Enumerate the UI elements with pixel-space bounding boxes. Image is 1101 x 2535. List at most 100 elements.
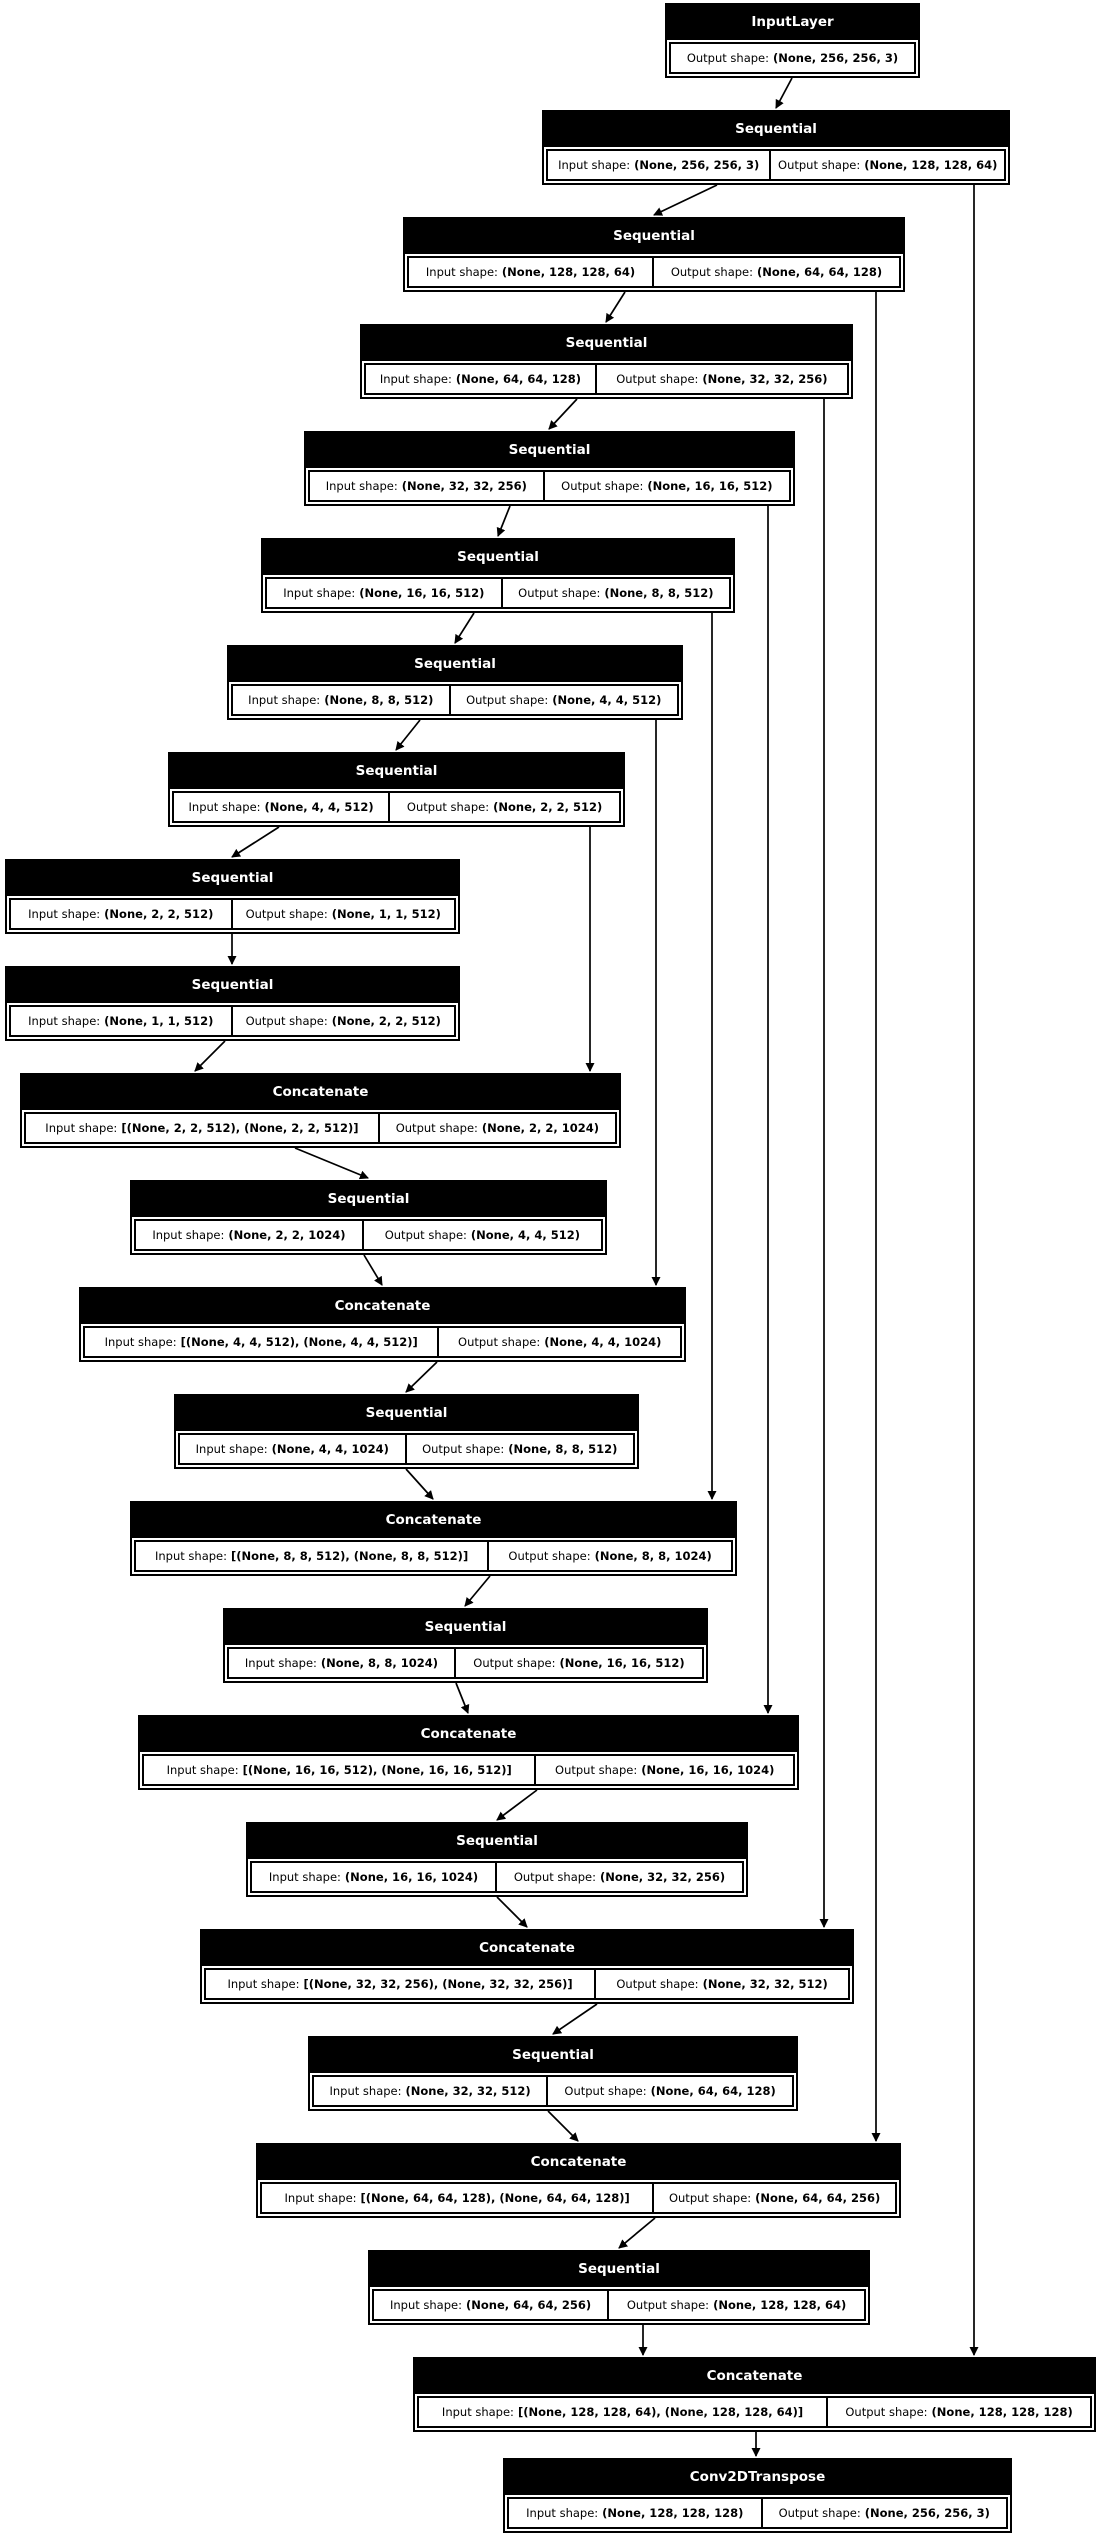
input-shape-cell: Input shape:(None, 128, 128, 64) (407, 256, 654, 288)
output-shape-value: (None, 2, 2, 1024) (481, 1121, 600, 1135)
node-title: Sequential (7, 968, 458, 1003)
node-shape-row: Input shape:[(None, 128, 128, 64), (None… (415, 2394, 1094, 2430)
output-shape-cell: Output shape:(None, 128, 128, 64) (771, 149, 1006, 181)
output-shape-value: (None, 32, 32, 256) (600, 1870, 726, 1884)
node-title: Sequential (248, 1824, 746, 1859)
output-shape-cell: Output shape:(None, 32, 32, 256) (497, 1861, 744, 1893)
output-shape-label: Output shape: (670, 265, 754, 279)
input-shape-cell: Input shape:(None, 8, 8, 512) (231, 684, 451, 716)
edge-connector (405, 1361, 438, 1393)
node-title: Sequential (263, 540, 733, 575)
input-shape-value: (None, 16, 16, 512) (359, 586, 485, 600)
output-shape-cell: Output shape:(None, 16, 16, 512) (544, 470, 791, 502)
node-title: Sequential (7, 861, 458, 896)
output-shape-cell: Output shape:(None, 8, 8, 1024) (489, 1540, 733, 1572)
edge-connector (496, 1896, 528, 1928)
output-shape-value: (None, 4, 4, 1024) (544, 1335, 662, 1349)
input-shape-cell: Input shape:[(None, 2, 2, 512), (None, 2… (24, 1112, 380, 1144)
node-title: Concatenate (81, 1289, 684, 1324)
output-shape-cell: Output shape:(None, 128, 128, 64) (609, 2289, 866, 2321)
node-title: Sequential (310, 2038, 796, 2073)
input-shape-cell: Input shape:[(None, 16, 16, 512), (None,… (142, 1754, 537, 1786)
edge-connector (454, 612, 475, 644)
node-shape-row: Input shape:(None, 64, 64, 128)Output sh… (362, 361, 851, 397)
output-shape-cell: Output shape:(None, 8, 8, 512) (502, 577, 731, 609)
input-shape-value: (None, 4, 4, 1024) (271, 1442, 389, 1456)
edge-connector (455, 1682, 470, 1714)
node-shape-row: Input shape:(None, 1, 1, 512)Output shap… (7, 1003, 458, 1039)
node-shape-row: Input shape:(None, 8, 8, 1024)Output sha… (225, 1645, 706, 1681)
output-shape-label: Output shape: (384, 1228, 467, 1242)
output-shape-value: (None, 16, 16, 1024) (641, 1763, 775, 1777)
input-shape-label: Input shape: (104, 1335, 177, 1349)
output-shape-value: (None, 16, 16, 512) (559, 1656, 685, 1670)
input-shape-value: (None, 32, 32, 256) (401, 479, 527, 493)
node-shape-row: Input shape:[(None, 4, 4, 512), (None, 4… (81, 1324, 684, 1360)
output-shape-cell: Output shape:(None, 2, 2, 512) (390, 791, 621, 823)
input-shape-value: [(None, 4, 4, 512), (None, 4, 4, 512)] (180, 1335, 418, 1349)
input-shape-label: Input shape: (227, 1977, 300, 1991)
input-shape-cell: Input shape:[(None, 4, 4, 512), (None, 4… (83, 1326, 440, 1358)
input-shape-cell: Input shape:[(None, 32, 32, 256), (None,… (204, 1968, 597, 2000)
input-shape-label: Input shape: (155, 1549, 228, 1563)
output-shape-cell: Output shape:(None, 256, 256, 3) (669, 42, 916, 74)
input-shape-value: (None, 4, 4, 512) (264, 800, 374, 814)
node-shape-row: Input shape:[(None, 2, 2, 512), (None, 2… (22, 1110, 619, 1146)
node-title: Concatenate (415, 2359, 1094, 2394)
input-shape-cell: Input shape:(None, 256, 256, 3) (546, 149, 772, 181)
node-title: Sequential (176, 1396, 637, 1431)
output-shape-cell: Output shape:(None, 128, 128, 128) (828, 2396, 1092, 2428)
input-shape-value: (None, 1, 1, 512) (104, 1014, 214, 1028)
node-title: Conv2DTranspose (505, 2460, 1010, 2495)
input-shape-cell: Input shape:(None, 64, 64, 128) (364, 363, 597, 395)
output-shape-value: (None, 32, 32, 256) (702, 372, 828, 386)
output-shape-label: Output shape: (245, 1014, 328, 1028)
node-shape-row: Input shape:(None, 128, 128, 64) Output s… (405, 254, 903, 290)
input-shape-label: Input shape: (329, 2084, 402, 2098)
input-shape-cell: Input shape:(None, 16, 16, 1024) (250, 1861, 497, 1893)
input-shape-label: Input shape: (283, 586, 356, 600)
output-shape-label: Output shape: (668, 2191, 752, 2205)
input-shape-value: (None, 64, 64, 128) (455, 372, 581, 386)
output-shape-label: Output shape: (513, 1870, 597, 1884)
output-shape-value: (None, 4, 4, 512) (552, 693, 662, 707)
input-shape-label: Input shape: (28, 907, 101, 921)
node-shape-row: Input shape:(None, 16, 16, 1024)Output s… (248, 1859, 746, 1895)
node-shape-row: Input shape:[(None, 64, 64, 128), (None,… (258, 2180, 899, 2216)
input-shape-label: Input shape: (526, 2506, 599, 2520)
input-shape-cell: Input shape:(None, 64, 64, 256) (372, 2289, 610, 2321)
input-shape-value: (None, 2, 2, 1024) (228, 1228, 346, 1242)
edge-connector (552, 2003, 598, 2035)
node-title: Concatenate (132, 1503, 735, 1538)
output-shape-cell: Output shape:(None, 64, 64, 128) (548, 2075, 794, 2107)
input-shape-cell: Input shape:(None, 4, 4, 512) (172, 791, 391, 823)
input-shape-cell: Input shape:(None, 2, 2, 1024) (134, 1219, 364, 1251)
input-shape-value: [(None, 64, 64, 128), (None, 64, 64, 128… (360, 2191, 630, 2205)
node-shape-row: Input shape:[(None, 8, 8, 512), (None, 8… (132, 1538, 735, 1574)
input-shape-value: (None, 32, 32, 512) (405, 2084, 531, 2098)
input-shape-value: (None, 256, 256, 3) (634, 158, 760, 172)
edge-connector (775, 77, 793, 109)
node-shape-row: Output shape:(None, 256, 256, 3) (667, 40, 918, 76)
input-shape-value: (None, 128, 128, 128) (602, 2506, 744, 2520)
input-shape-label: Input shape: (558, 158, 631, 172)
output-shape-cell: Output shape:(None, 64, 64, 256) (654, 2182, 897, 2214)
output-shape-label: Output shape: (466, 693, 549, 707)
node-shape-row: Input shape:(None, 8, 8, 512) Output shap… (229, 682, 681, 718)
edge-connector (496, 505, 511, 537)
input-shape-value: [(None, 16, 16, 512), (None, 16, 16, 512… (242, 1763, 512, 1777)
